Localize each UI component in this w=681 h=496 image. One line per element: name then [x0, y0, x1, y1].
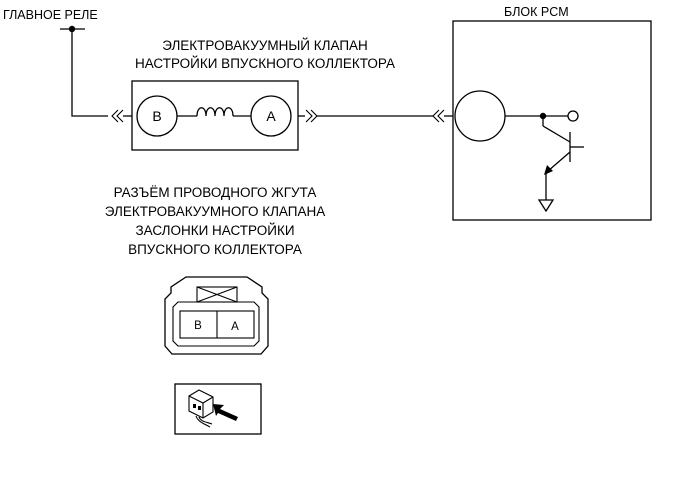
pcm-terminal [454, 90, 506, 142]
pcm-open-terminal [567, 110, 579, 122]
pcm-block-label: БЛОК PCM [504, 5, 569, 19]
transistor-icon [542, 116, 584, 191]
connector-title-line2: ЭЛЕКТРОВАКУУМНОГО КЛАПАНА [105, 204, 326, 219]
harness-side-connector-icon [174, 383, 262, 435]
connector-title-line1: РАЗЪЁМ ПРОВОДНОГО ЖГУТА [114, 185, 317, 200]
connector-chevron-left [111, 109, 124, 123]
main-relay-wire [71, 29, 108, 117]
harness-connector-face [164, 276, 269, 355]
main-relay-label: ГЛАВНОЕ РЕЛЕ [3, 8, 98, 22]
valve-title-line2: НАСТРОЙКИ ВПУСКНОГО КОЛЛЕКТОРА [135, 56, 395, 71]
solenoid-coil-icon [196, 107, 234, 117]
pcm-connector-chevron [432, 109, 445, 123]
connector-chevron-right [305, 109, 318, 123]
valve-terminal-b-label: B [152, 108, 161, 124]
connector-title-line3: ЗАСЛОНКИ НАСТРОЙКИ [135, 223, 294, 238]
pcm-box [452, 20, 652, 221]
connector-pin-b: B [194, 320, 202, 332]
ground-symbol-icon [537, 199, 555, 213]
connector-title-line4: ВПУСКНОГО КОЛЛЕКТОРА [128, 242, 302, 257]
valve-title-line1: ЭЛЕКТРОВАКУУМНЫЙ КЛАПАН [162, 38, 368, 53]
valve-terminal-a [250, 95, 292, 137]
connector-pin-a: A [231, 321, 239, 333]
valve-terminal-a-label: A [266, 108, 276, 124]
